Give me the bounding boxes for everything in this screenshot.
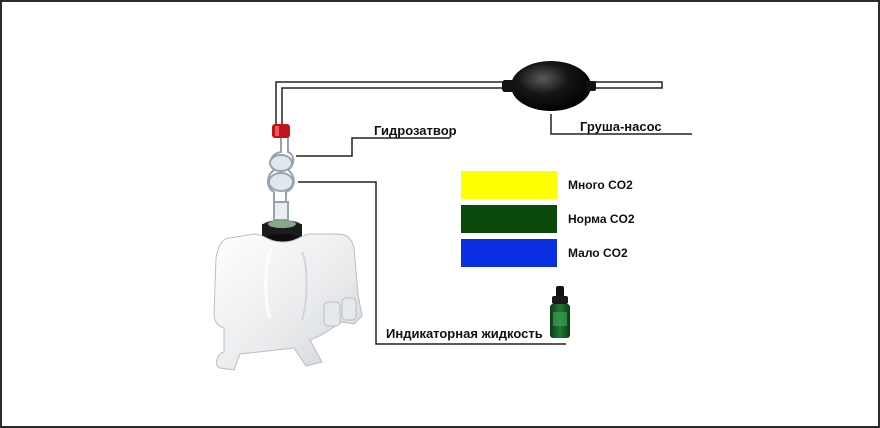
legend-label-normal: Норма CO2 — [568, 212, 635, 226]
legend-label-high: Много CO2 — [568, 178, 633, 192]
leader-lines — [296, 114, 692, 345]
indicator-fluid-label: Индикаторная жидкость — [386, 326, 543, 341]
expansion-tank-icon — [213, 233, 363, 371]
airlock-icon — [267, 138, 295, 221]
hose-tube — [275, 81, 663, 126]
legend-swatch-low — [461, 239, 557, 267]
indicator-bottle-icon — [550, 286, 570, 338]
water-seal-label: Гидрозатвор — [374, 123, 457, 138]
legend-label-low: Мало CO2 — [568, 246, 628, 260]
tank-cap-icon — [262, 220, 302, 246]
pump-bulb-icon — [502, 61, 596, 111]
legend-swatch-normal — [461, 205, 557, 233]
red-cap-icon — [272, 124, 290, 138]
legend-swatch-high — [461, 171, 557, 199]
pump-bulb-label: Груша-насос — [580, 119, 662, 134]
